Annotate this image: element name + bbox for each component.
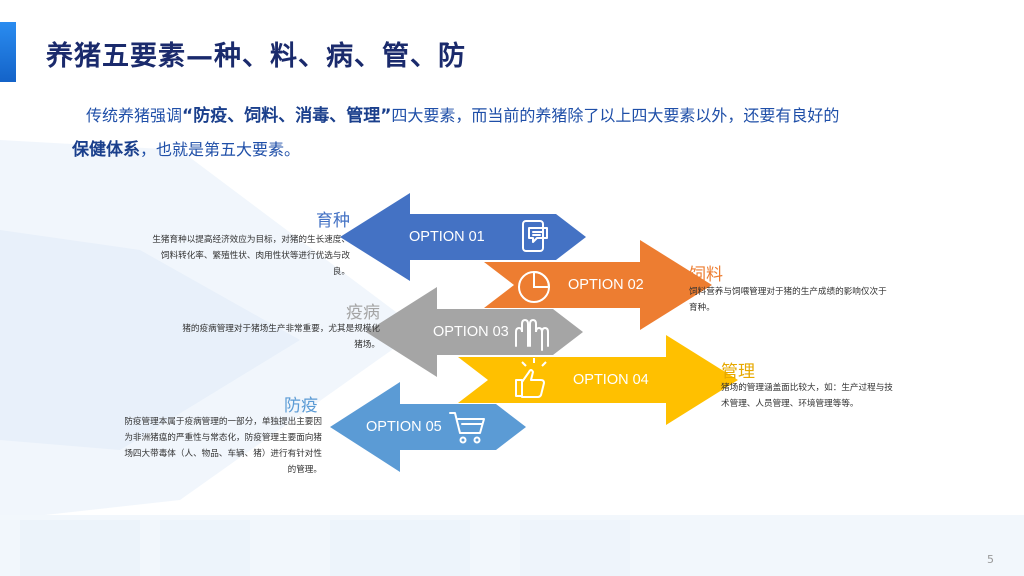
option-03-label: OPTION 03 [433, 324, 509, 340]
thumbs-up-icon [515, 358, 547, 398]
page-title: 养猪五要素—种、料、病、管、防 [46, 41, 466, 72]
shopping-cart-icon [449, 412, 485, 444]
category-title-disease: 疫病 [346, 303, 380, 323]
pie-chart-icon [518, 270, 551, 303]
category-title-breeding: 育种 [316, 211, 350, 231]
intro-text-1: 传统养猪强调 [86, 106, 183, 125]
option-01-label: OPTION 01 [409, 229, 485, 245]
category-title-management: 管理 [721, 362, 755, 382]
category-title-feed: 饲料 [689, 265, 723, 285]
option-02-arrow [484, 240, 712, 330]
option-01-arrow [340, 193, 586, 281]
option-02-label: OPTION 02 [568, 277, 644, 293]
description-prevention: 防疫管理本属于疫病管理的一部分，单独提出主要因为非洲猪瘟的严重性与常态化，防疫管… [124, 417, 322, 475]
intro-highlight-2: 保健体系 [72, 140, 140, 160]
description-breeding: 生猪育种以提高经济效应为目标，对猪的生长速度、饲料转化率、繁殖性状、肉用性状等进… [152, 235, 350, 277]
title-accent-bar [0, 22, 16, 82]
option-04-arrow [458, 335, 738, 425]
description-management: 猪场的管理涵盖面比较大，如：生产过程与技术管理、人员管理、环境管理等等。 [721, 383, 893, 409]
option-05-arrow [330, 382, 526, 472]
page-number: 5 [987, 553, 994, 566]
intro-text-2: 四大要素，而当前的养猪除了以上四大要素以外，还要有良好的 [391, 106, 840, 125]
category-title-prevention: 防疫 [284, 396, 318, 416]
option-04-label: OPTION 04 [573, 372, 649, 388]
raised-hands-icon [515, 318, 549, 351]
intro-highlight-1: “防疫、饲料、消毒、管理” [182, 106, 392, 126]
option-05-label: OPTION 05 [366, 419, 442, 435]
option-03-arrow [366, 287, 583, 377]
phone-chat-icon [522, 220, 548, 252]
intro-paragraph: 传统养猪强调“防疫、饲料、消毒、管理”四大要素，而当前的养猪除了以上四大要素以外… [72, 99, 972, 167]
description-feed: 饲料营养与饲喂管理对于猪的生产成绩的影响仅次于育种。 [689, 287, 887, 313]
description-disease: 猪的疫病管理对于猪场生产非常重要，尤其是规模化猪场。 [182, 324, 380, 350]
intro-text-3: ，也就是第五大要素。 [140, 140, 301, 159]
